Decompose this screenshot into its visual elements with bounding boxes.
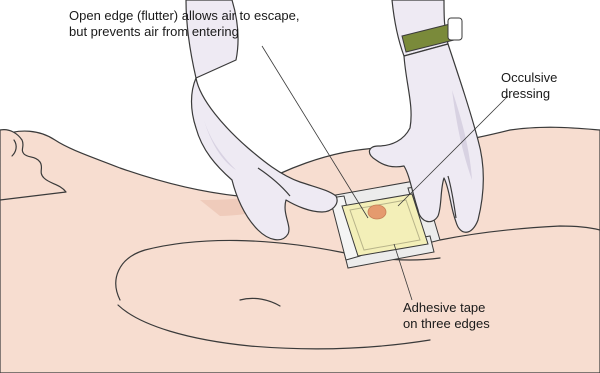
tape-label-line2: on three edges	[403, 316, 543, 332]
dressing-label-line2: dressing	[501, 86, 591, 102]
tape-label: Adhesive tape on three edges	[403, 300, 543, 332]
flutter-label-line1: Open edge (flutter) allows air to escape…	[69, 8, 369, 24]
dressing-label-line1: Occulsive	[501, 70, 591, 86]
flutter-label-line2: but prevents air from entering	[69, 24, 369, 40]
watch-face	[448, 18, 462, 40]
patient-figure	[0, 127, 600, 373]
tape-label-line1: Adhesive tape	[403, 300, 543, 316]
flutter-label: Open edge (flutter) allows air to escape…	[69, 8, 369, 40]
dressing-label: Occulsive dressing	[501, 70, 591, 102]
wound-mark	[368, 205, 386, 219]
patient-body	[0, 127, 600, 373]
